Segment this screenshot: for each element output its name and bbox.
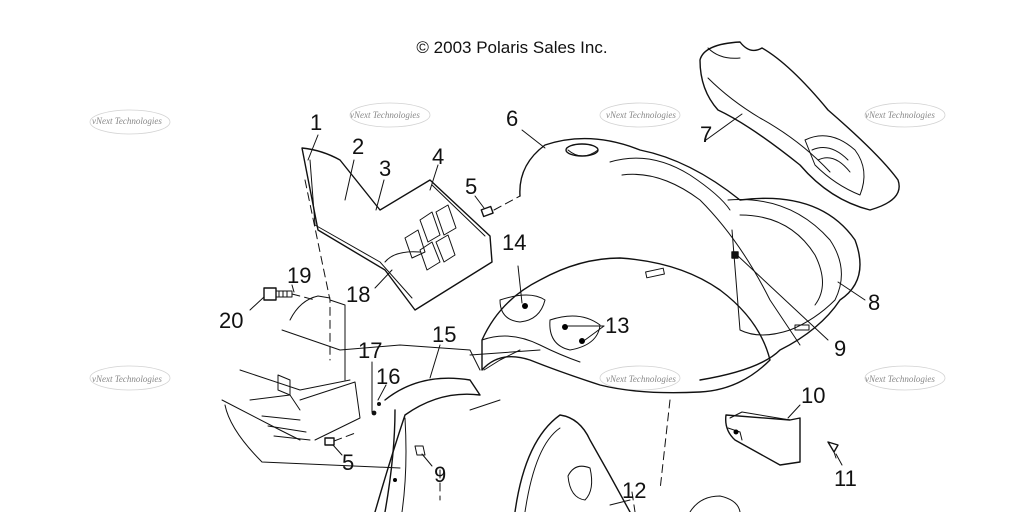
leader-2 [344, 159, 355, 201]
callout-18: 18 [346, 282, 371, 307]
leader-9b [421, 453, 433, 467]
callout-20: 20 [219, 308, 244, 333]
leader-11 [835, 453, 843, 466]
leader-14 [517, 265, 523, 304]
leader-5a [474, 195, 485, 209]
rivet-part [827, 441, 839, 459]
leader-18 [374, 269, 393, 289]
clip-part-9b [414, 445, 426, 456]
leader-9a [737, 255, 829, 341]
callout-16: 16 [376, 364, 401, 389]
screw-part-5a [480, 195, 521, 218]
leader-7 [705, 113, 743, 141]
pin-16 [377, 402, 381, 406]
leader-15 [429, 344, 441, 379]
bracket-part [725, 411, 801, 466]
callout-15: 15 [432, 322, 457, 347]
footwell-panel-part [301, 147, 493, 361]
leader-16 [377, 384, 387, 401]
watermark-text: vNext Technologies [92, 374, 162, 384]
leader-13b [584, 325, 605, 341]
front-hood-part [481, 257, 771, 394]
leader-5b [332, 444, 343, 456]
fender-flare-part [374, 377, 481, 512]
watermark-text: vNext Technologies [92, 116, 162, 126]
callout-10: 10 [801, 383, 826, 408]
callout-7: 7 [700, 122, 713, 147]
copyright-notice: © 2003 Polaris Sales Inc. [416, 38, 608, 57]
leader-12 [609, 499, 631, 506]
side-panel-part [514, 399, 741, 512]
callout-9: 9 [834, 336, 847, 361]
bolt-part [263, 287, 316, 301]
callout-14: 14 [502, 230, 527, 255]
watermark-text: vNext Technologies [606, 374, 676, 384]
callout-17: 17 [358, 338, 383, 363]
watermark-text: vNext Technologies [865, 374, 935, 384]
callout-19: 19 [287, 263, 312, 288]
callout-13: 13 [605, 313, 630, 338]
frame-floor-part [221, 295, 541, 501]
callout-1: 1 [310, 110, 323, 135]
leader-8 [837, 281, 866, 301]
leader-6 [521, 129, 546, 149]
callout-9-lower: 9 [434, 462, 447, 487]
leader-1 [307, 134, 319, 161]
callout-8: 8 [868, 290, 881, 315]
callout-5: 5 [465, 174, 478, 199]
callout-12: 12 [622, 478, 647, 503]
watermark-text: vNext Technologies [865, 110, 935, 120]
watermark-text: vNext Technologies [606, 110, 676, 120]
callout-6: 6 [506, 106, 519, 131]
screw-part-5b [324, 431, 359, 446]
callout-2: 2 [352, 134, 365, 159]
callout-11: 11 [834, 466, 857, 491]
callout-4: 4 [432, 144, 445, 169]
leader-19 [291, 284, 295, 293]
seat-part [699, 41, 900, 211]
callout-5-lower: 5 [342, 450, 355, 475]
watermark-text: vNext Technologies [350, 110, 420, 120]
leader-20 [249, 296, 265, 311]
leader-3 [375, 179, 385, 211]
leader-4 [429, 164, 439, 191]
leader-10 [787, 404, 801, 419]
watermark-logos [89, 102, 946, 391]
callout-3: 3 [379, 156, 392, 181]
pin-17 [371, 410, 377, 416]
